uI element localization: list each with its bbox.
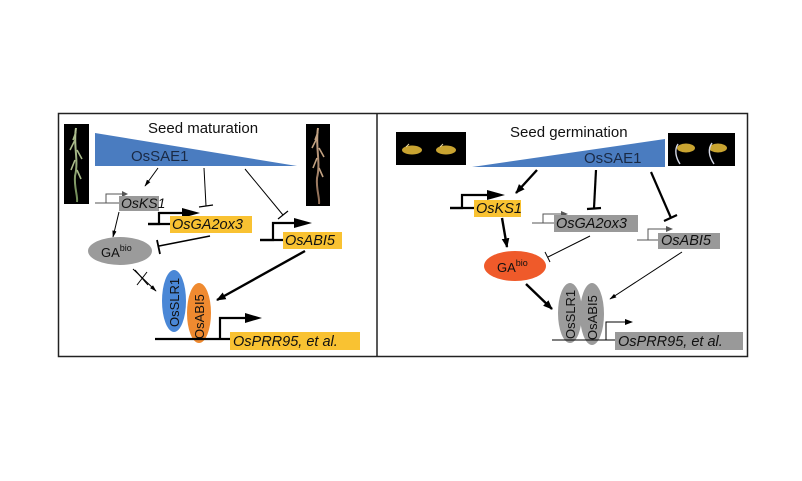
sae1-inhibits-abi5 bbox=[244, 168, 289, 220]
gene-label: OsPRR95, et al. bbox=[618, 334, 723, 350]
gene-osprr95-target: OsPRR95, et al. bbox=[552, 319, 743, 350]
gene-osga2ox3: OsGA2ox3 bbox=[532, 211, 638, 232]
ossae1-label: OsSAE1 bbox=[131, 148, 189, 165]
ga-label: GAbio bbox=[101, 243, 132, 260]
ga-to-slr1-blocked-arrow bbox=[132, 268, 157, 292]
dry-seeds-photo bbox=[396, 132, 466, 165]
oslr1-protein: OsSLR1 bbox=[558, 283, 582, 343]
panel-title: Seed maturation bbox=[148, 120, 258, 137]
gene-osabi5: OsABI5 bbox=[260, 218, 342, 249]
osabi5-protein: OsABI5 bbox=[580, 283, 604, 345]
gene-oskS1: OsKS1 bbox=[450, 190, 522, 217]
sae1-activates-ks1-arrow bbox=[144, 167, 159, 187]
germinating-seeds-photo bbox=[668, 133, 735, 166]
protein-label: OsSLR1 bbox=[563, 290, 578, 339]
ga-biosynthesis-node: GAbio bbox=[484, 251, 546, 281]
mature-panicle-photo bbox=[306, 124, 330, 206]
sae1-activates-ks1-arrow bbox=[515, 169, 538, 194]
ks1-to-ga-arrow bbox=[112, 211, 120, 238]
ga-to-slr1-arrow bbox=[525, 283, 553, 310]
ossae1-label: OsSAE1 bbox=[584, 150, 642, 167]
gene-label-box bbox=[658, 233, 720, 249]
ks1-to-ga-arrow bbox=[500, 217, 510, 248]
oslr1-protein: OsSLR1 bbox=[162, 270, 186, 332]
panel-seed-germination: Seed germination OsSAE1 OsKS1 bbox=[396, 124, 743, 350]
gene-osabi5: OsABI5 bbox=[637, 226, 720, 249]
ossae1-gradient-wedge bbox=[95, 133, 297, 166]
gene-osga2ox3: OsGA2ox3 bbox=[148, 208, 252, 233]
sae1-inhibits-ga2ox3 bbox=[586, 169, 602, 211]
ga2ox3-inhibits-ga bbox=[544, 235, 591, 263]
gene-label: OsPRR95, et al. bbox=[233, 334, 338, 350]
osabi5-protein: OsABI5 bbox=[187, 283, 211, 343]
sae1-inhibits-ga2ox3 bbox=[198, 167, 214, 208]
panel-seed-maturation: Seed maturation OsSAE1 OsKS1 bbox=[64, 120, 360, 350]
gene-label: OsABI5 bbox=[661, 233, 712, 249]
gene-label-box bbox=[474, 200, 521, 217]
figure-frame bbox=[57, 112, 749, 358]
ga2ox3-inhibits-ga bbox=[156, 235, 211, 255]
gene-label-box bbox=[615, 332, 743, 350]
ga-biosynthesis-node: GAbio bbox=[88, 237, 152, 265]
gene-label: OsKS1 bbox=[121, 195, 165, 211]
protein-label: OsABI5 bbox=[192, 294, 207, 339]
abi5-to-complex-arrow bbox=[216, 249, 306, 302]
gene-label: OsKS1 bbox=[476, 201, 522, 217]
gene-label: OsGA2ox3 bbox=[172, 217, 243, 233]
gene-label-box bbox=[119, 196, 159, 211]
gene-label-box bbox=[170, 216, 252, 233]
gene-label-box bbox=[230, 332, 360, 350]
gene-label: OsGA2ox3 bbox=[556, 216, 627, 232]
gene-osprr95-target: OsPRR95, et al. bbox=[155, 313, 360, 350]
gene-label: OsABI5 bbox=[285, 233, 336, 249]
gene-oskS1: OsKS1 bbox=[95, 191, 165, 211]
gene-label-box bbox=[283, 232, 342, 249]
sae1-inhibits-abi5 bbox=[649, 171, 678, 222]
protein-label: OsSLR1 bbox=[167, 278, 182, 327]
ossae1-gradient-wedge bbox=[472, 139, 665, 167]
ga-label: GAbio bbox=[497, 258, 528, 275]
panel-title: Seed germination bbox=[510, 124, 628, 141]
immature-panicle-photo bbox=[64, 124, 89, 204]
protein-label: OsABI5 bbox=[585, 295, 600, 340]
gene-label-box bbox=[554, 215, 638, 232]
abi5-to-complex-arrow bbox=[609, 251, 683, 300]
